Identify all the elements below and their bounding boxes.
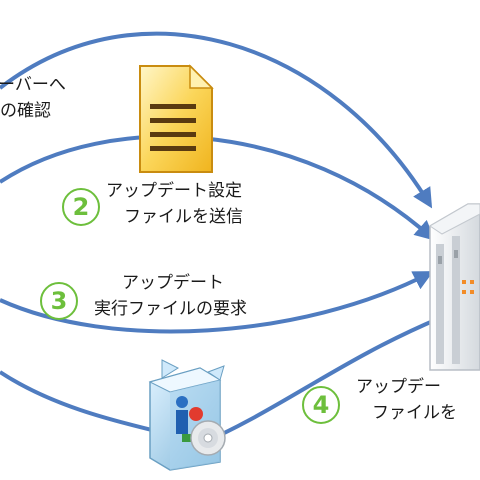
step4-label-line1: アップデー [356, 377, 441, 397]
step2-label-line2: ファイルを送信 [124, 207, 243, 227]
arrow-step4 [195, 316, 441, 448]
arrow-top [0, 31, 433, 209]
step1-label-line2: の確認 [0, 101, 51, 121]
arrow-bottom-left [0, 370, 161, 434]
step3-label-line2: 実行ファイルの要求 [94, 299, 247, 319]
step2-label-line1: アップデート設定 [106, 181, 242, 201]
step4-label-line2: ファイルを [372, 403, 457, 423]
step1-label-line1: ーバーへ [0, 75, 66, 95]
step3-label-line1: アップデート [122, 273, 224, 293]
step-3-badge: 3 [40, 282, 78, 320]
step-4-badge: 4 [302, 386, 340, 424]
server-icon [429, 203, 480, 371]
software-box-icon [148, 359, 226, 471]
document-icon [139, 64, 214, 173]
step-2-badge: 2 [62, 188, 100, 226]
